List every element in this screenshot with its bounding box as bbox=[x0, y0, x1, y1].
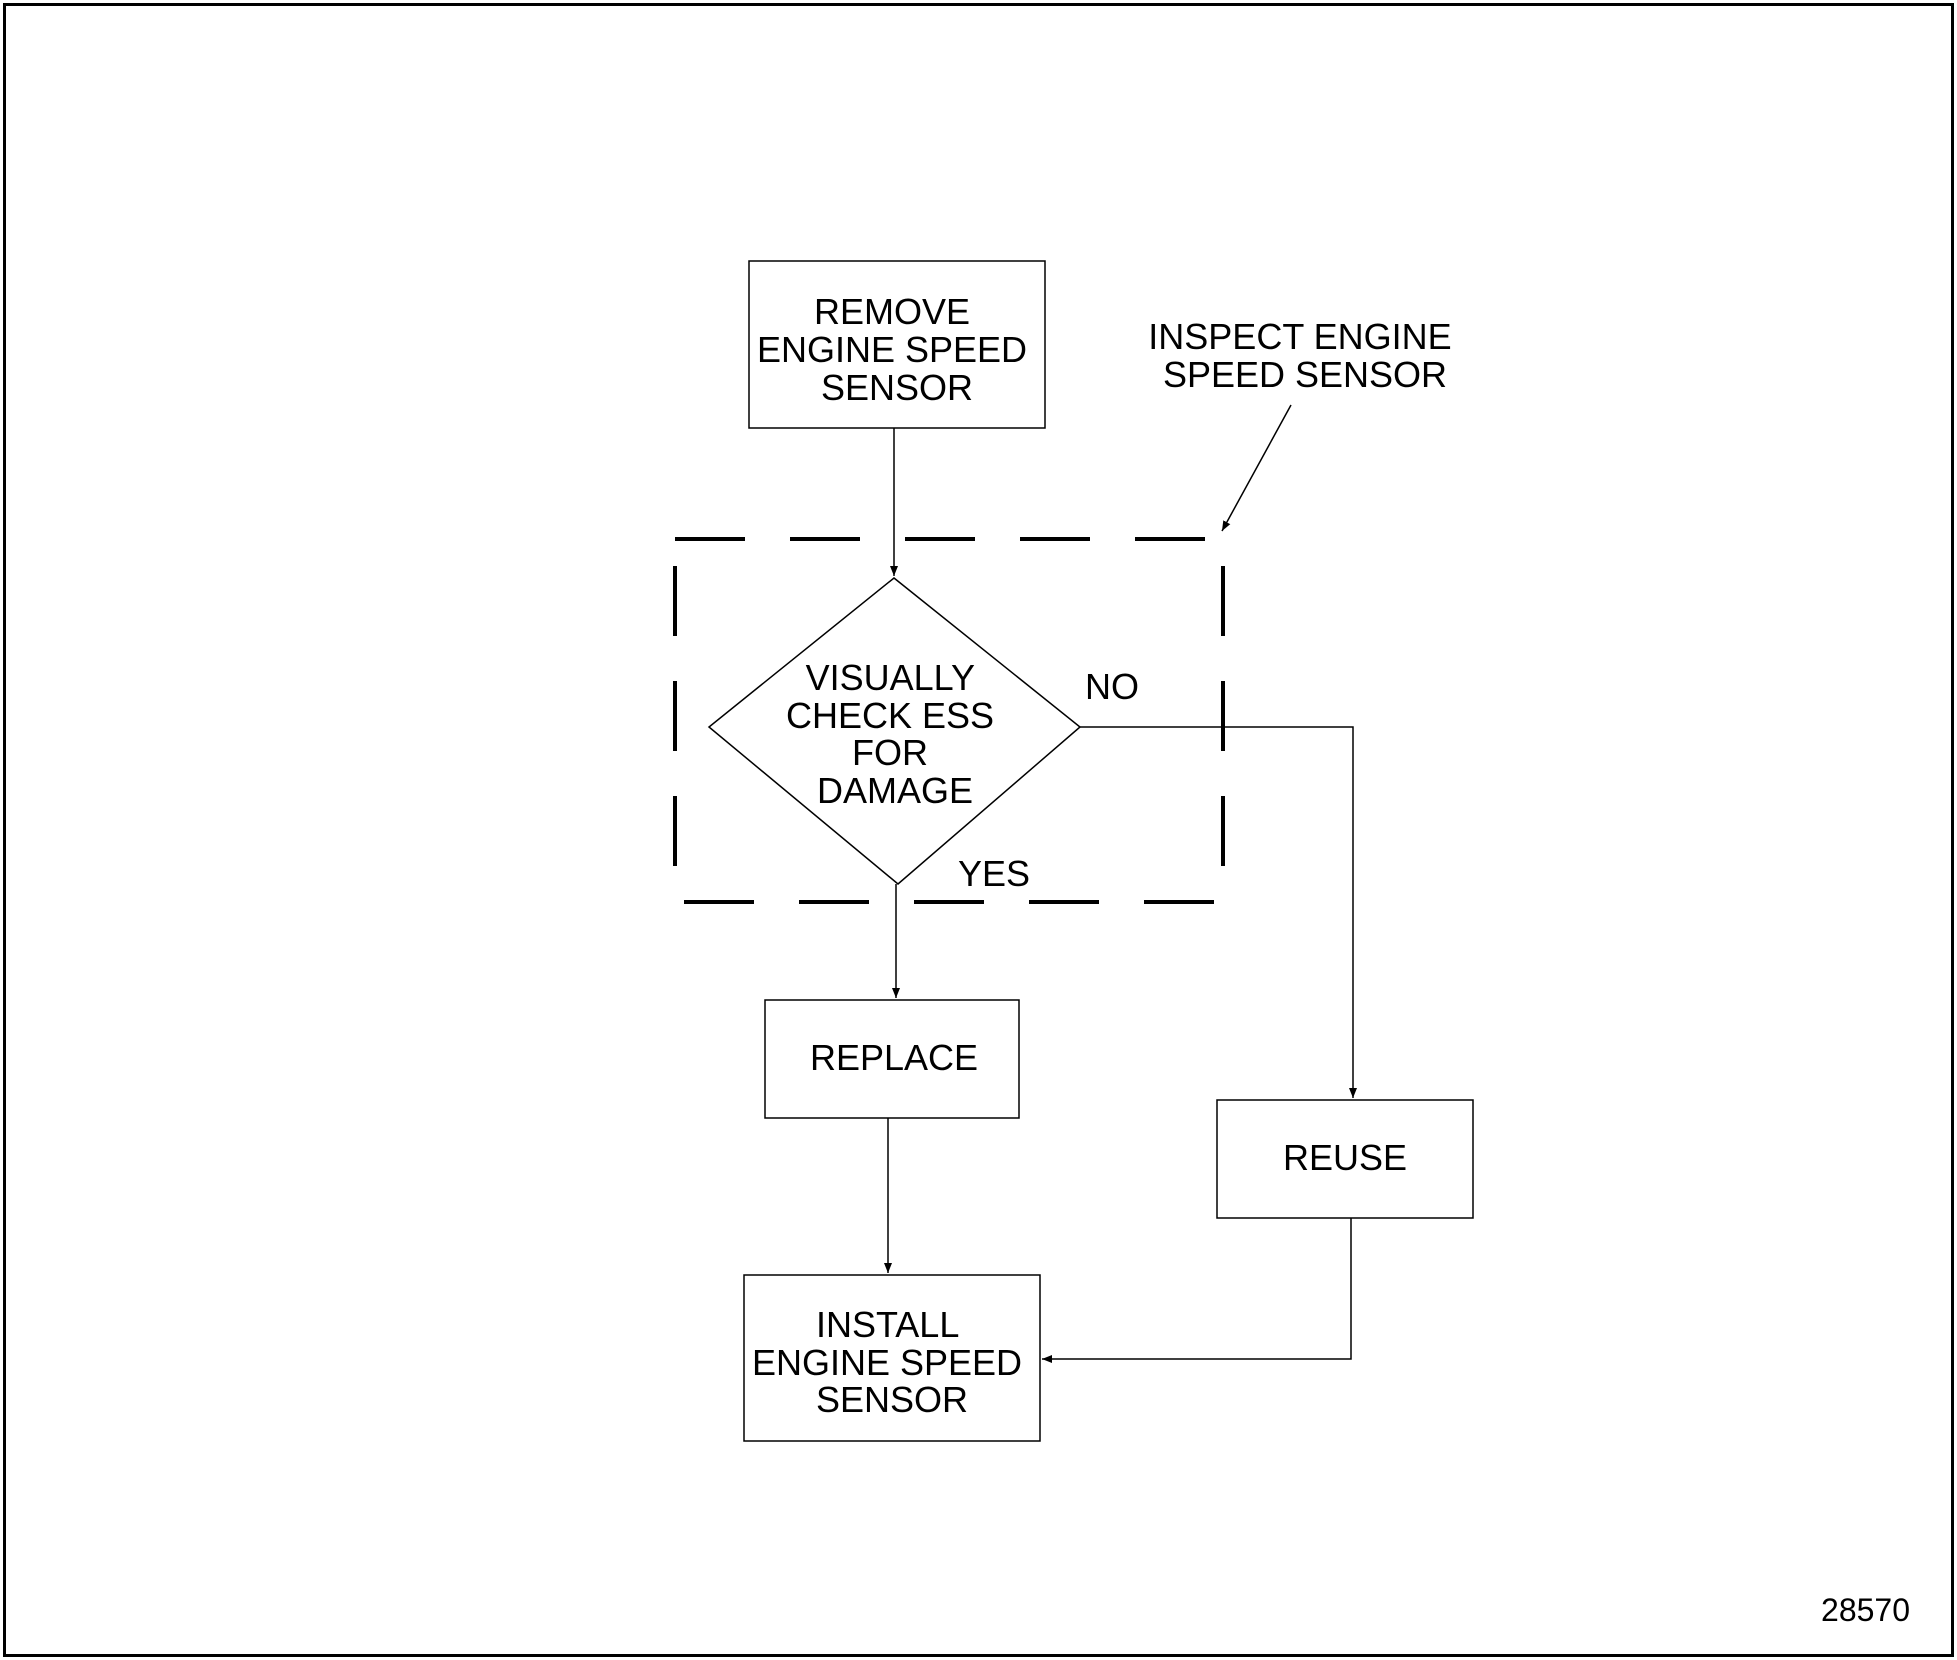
check-line-1: VISUALLY bbox=[806, 657, 975, 698]
install-line-2: ENGINE SPEED bbox=[752, 1342, 1022, 1383]
figure-number: 28570 bbox=[1821, 1592, 1910, 1628]
replace-box bbox=[764, 999, 1020, 1119]
arrow-check-to-reuse bbox=[1080, 726, 1357, 1098]
inspect-group-label: INSPECT ENGINE SPEED SENSOR bbox=[1148, 316, 1461, 395]
arrow-reuse-to-install bbox=[1042, 1218, 1352, 1363]
remove-sensor-label: REMOVE ENGINE SPEED SENSOR bbox=[757, 291, 1037, 408]
group-line-2: SPEED SENSOR bbox=[1163, 354, 1447, 395]
install-sensor-label: INSTALL ENGINE SPEED SENSOR bbox=[752, 1304, 1032, 1420]
install-line-1: INSTALL bbox=[816, 1304, 958, 1345]
install-sensor-box bbox=[743, 1274, 1041, 1442]
visual-check-diamond bbox=[707, 577, 1082, 885]
no-branch-label: NO bbox=[1085, 666, 1139, 707]
reuse-box bbox=[1216, 1099, 1474, 1219]
remove-sensor-box bbox=[748, 260, 1046, 429]
figure-frame bbox=[3, 3, 1954, 1657]
check-line-4: DAMAGE bbox=[817, 770, 973, 811]
remove-line-2: ENGINE SPEED bbox=[757, 329, 1027, 370]
replace-label: REPLACE bbox=[810, 1037, 978, 1078]
replace-line-1: REPLACE bbox=[810, 1037, 978, 1078]
yes-branch-label: YES bbox=[958, 853, 1030, 894]
visual-check-label: VISUALLY CHECK ESS FOR DAMAGE bbox=[786, 657, 1004, 811]
reuse-line-1: REUSE bbox=[1283, 1137, 1407, 1178]
group-line-1: INSPECT ENGINE bbox=[1148, 316, 1451, 357]
reuse-label: REUSE bbox=[1283, 1137, 1407, 1178]
check-line-3: FOR bbox=[852, 732, 928, 773]
check-line-2: CHECK ESS bbox=[786, 695, 994, 736]
remove-line-1: REMOVE bbox=[814, 291, 970, 332]
inspect-group-boundary bbox=[673, 537, 1225, 904]
remove-line-3: SENSOR bbox=[821, 367, 973, 408]
callout-leader-arrow bbox=[1221, 404, 1292, 532]
install-line-3: SENSOR bbox=[816, 1379, 968, 1420]
